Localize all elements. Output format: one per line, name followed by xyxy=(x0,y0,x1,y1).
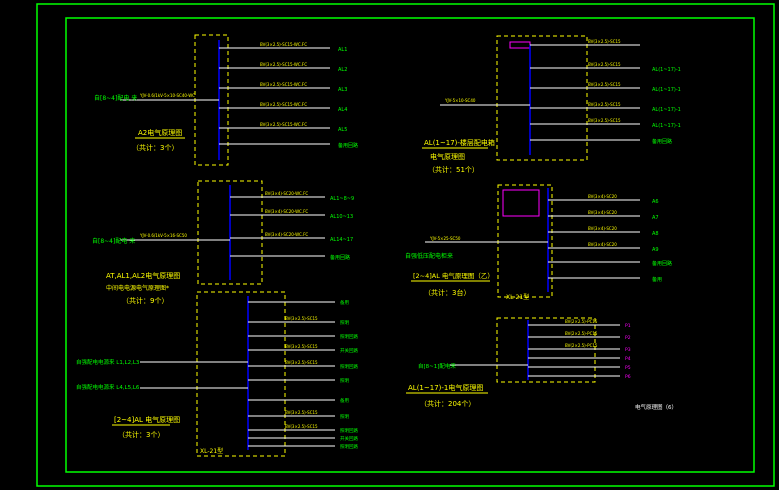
p1-out-1: AL1 xyxy=(338,47,347,53)
svg-text:BV(3×4)-SC20-WC.FC: BV(3×4)-SC20-WC.FC xyxy=(265,209,308,214)
p5-out-2: A7 xyxy=(652,215,659,221)
p2-subtitle: 中间电电源电气原理图* xyxy=(106,284,169,292)
p1-out-5: AL5 xyxy=(338,127,347,133)
svg-text:BV(3×4)-SC20: BV(3×4)-SC20 xyxy=(588,210,617,215)
panel-2-4-al: 备用 照明 照明回路 开关回路 照明回路 照明 备用 照明 照明回路 开关回路 … xyxy=(76,291,358,457)
p1-out-4: AL4 xyxy=(338,107,347,113)
p6-out-4: P4 xyxy=(625,356,631,362)
p3-out-3: 照明回路 xyxy=(340,333,358,340)
p3-out-1: 备用 xyxy=(340,299,349,306)
p5-out-6: 备用 xyxy=(652,276,662,283)
p6-out-3: P3 xyxy=(625,347,631,353)
svg-text:BV(3×2.5)-SC15: BV(3×2.5)-SC15 xyxy=(285,344,318,349)
p4-out-5: 备用回路 xyxy=(652,138,672,145)
svg-text:BV(3×2.5)-SC15: BV(3×2.5)-SC15 xyxy=(285,424,318,429)
svg-text:BV(3×2.5)-SC15: BV(3×2.5)-SC15 xyxy=(588,39,621,44)
p6-out-6: P6 xyxy=(625,374,631,380)
panel-al-floor: BV(3×2.5)-SC15 BV(3×2.5)-SC15 BV(3×2.5)-… xyxy=(422,35,681,174)
panel-a2: BV(3×2.5)-SC15-WC.FC BV(3×2.5)-SC15-WC.F… xyxy=(94,34,358,166)
panel-2-4-al-b: BV(3×4)-SC20 BV(3×4)-SC20 BV(3×4)-SC20 B… xyxy=(405,184,672,301)
p3-cabinet: XL-21型 xyxy=(200,447,223,455)
p5-out-3: A8 xyxy=(652,231,659,237)
p6-count: （共计：204个） xyxy=(420,399,475,408)
inner-frame xyxy=(65,17,755,473)
panel-al-1-17-1: P1 P2 P3 P4 P5 P6 BV(2×2.5)-PC15 BV(2×2.… xyxy=(406,317,631,408)
svg-text:BV(3×2.5)-SC15-WC.FC: BV(3×2.5)-SC15-WC.FC xyxy=(260,102,307,107)
svg-text:YJV-0.6/1kV-5×10-SC40-WC: YJV-0.6/1kV-5×10-SC40-WC xyxy=(139,93,195,98)
p4-out-4: AL(1~17)-1 xyxy=(652,123,681,129)
p3-out-6: 照明 xyxy=(340,378,349,384)
p3-out-4: 开关回路 xyxy=(340,347,358,354)
p3-out-5: 照明回路 xyxy=(340,363,358,370)
svg-text:BV(3×4)-SC20: BV(3×4)-SC20 xyxy=(588,226,617,231)
p2-out-4: 备用回路 xyxy=(330,254,350,261)
p2-incoming: 自[8~4]配电 来 xyxy=(92,237,135,245)
p2-title: AT,AL1,AL2电气原理图 xyxy=(106,271,180,280)
svg-text:BV(3×4)-SC20-WC.FC: BV(3×4)-SC20-WC.FC xyxy=(265,232,308,237)
svg-text:BV(3×4)-SC20: BV(3×4)-SC20 xyxy=(588,194,617,199)
svg-text:BV(3×2.5)-SC15: BV(3×2.5)-SC15 xyxy=(285,410,318,415)
p4-out-2: AL(1~17)-1 xyxy=(652,87,681,93)
svg-text:YJV-0.6/1kV-5×16-SC50: YJV-0.6/1kV-5×16-SC50 xyxy=(139,233,187,238)
p3-out-9: 照明回路 xyxy=(340,427,358,434)
svg-text:BV(3×2.5)-SC15-WC.FC: BV(3×2.5)-SC15-WC.FC xyxy=(260,82,307,87)
p4-out-1: AL(1~17)-1 xyxy=(652,67,681,73)
p6-out-5: P5 xyxy=(625,365,631,371)
p6-out-2: P2 xyxy=(625,335,631,341)
svg-text:YJV-5×25-SC50: YJV-5×25-SC50 xyxy=(429,236,461,241)
p5-out-4: A9 xyxy=(652,247,659,253)
svg-text:YJV-5×10-SC40: YJV-5×10-SC40 xyxy=(444,98,476,103)
svg-text:BV(3×2.5)-SC15: BV(3×2.5)-SC15 xyxy=(588,62,621,67)
p3-title: [2~4]AL 电气原理图 xyxy=(114,415,180,424)
p3-out-10: 开关回路 xyxy=(340,435,358,442)
p5-count: （共计：3台） xyxy=(424,288,470,297)
svg-text:BV(2×2.5)-PC15: BV(2×2.5)-PC15 xyxy=(565,331,598,336)
svg-text:BV(3×4)-SC20: BV(3×4)-SC20 xyxy=(588,242,617,247)
svg-text:BV(3×2.5)-SC15-WC.FC: BV(3×2.5)-SC15-WC.FC xyxy=(260,122,307,127)
sheet-title: 电气原理图（6） xyxy=(635,403,677,411)
p1-out-3: AL3 xyxy=(338,87,347,93)
svg-text:BV(3×2.5)-SC15: BV(3×2.5)-SC15 xyxy=(588,118,621,123)
p1-out-6: 备用回路 xyxy=(338,142,358,149)
svg-text:BV(2×2.5)-PC15: BV(2×2.5)-PC15 xyxy=(565,319,598,324)
p6-title: AL(1~17)-1电气原理图 xyxy=(408,383,483,392)
svg-text:BV(3×2.5)-SC15: BV(3×2.5)-SC15 xyxy=(285,316,318,321)
p2-out-1: AL1~8~9 xyxy=(330,196,354,202)
svg-text:BV(3×2.5)-SC15: BV(3×2.5)-SC15 xyxy=(588,102,621,107)
p5-cabinet: XL-21型 xyxy=(506,293,529,301)
p2-out-2: AL10~13 xyxy=(330,214,353,220)
p1-title: A2电气原理图 xyxy=(138,128,182,137)
p3-out-8: 照明 xyxy=(340,414,349,420)
p2-count: （共计：9个） xyxy=(122,296,168,305)
p5-incoming: 自强低压配电柜来 xyxy=(405,252,453,260)
outer-frame xyxy=(36,3,775,487)
p2-out-3: AL14~17 xyxy=(330,237,353,243)
p5-out-5: 备用回路 xyxy=(652,260,672,267)
svg-text:BV(3×2.5)-SC15-WC.FC: BV(3×2.5)-SC15-WC.FC xyxy=(260,62,307,67)
p1-out-2: AL2 xyxy=(338,67,347,73)
p6-out-1: P1 xyxy=(625,323,631,329)
p3-incoming-1: 自强配电电源来 L1,L2,L3 xyxy=(76,358,140,366)
p5-out-1: A6 xyxy=(652,199,659,205)
p6-incoming: 自[8~1]配电来 xyxy=(418,362,456,370)
svg-text:BV(3×2.5)-SC15-WC.FC: BV(3×2.5)-SC15-WC.FC xyxy=(260,42,307,47)
svg-text:BV(2×2.5)-PC15: BV(2×2.5)-PC15 xyxy=(565,343,598,348)
p1-incoming: 自[8~4]配电 来 xyxy=(94,94,137,102)
svg-text:BV(3×4)-SC20-WC.FC: BV(3×4)-SC20-WC.FC xyxy=(265,191,308,196)
p3-count: （共计：3个） xyxy=(118,430,164,439)
p3-incoming-2: 自强配电电源来 L4,L5,L6 xyxy=(76,383,140,391)
p3-out-2: 照明 xyxy=(340,320,349,326)
p1-count: （共计：3个） xyxy=(132,143,178,152)
p5-title: [2~4]AL 电气原理图（乙） xyxy=(413,271,494,280)
svg-text:BV(3×2.5)-SC15: BV(3×2.5)-SC15 xyxy=(285,360,318,365)
p3-out-11: 照明回路 xyxy=(340,443,358,450)
p4-out-3: AL(1~17)-1 xyxy=(652,107,681,113)
p4-title: AL(1~17)-楼层配电箱 xyxy=(424,138,495,147)
p4-subtitle: 电气原理图 xyxy=(430,152,465,161)
p3-out-7: 备用 xyxy=(340,397,349,404)
p4-count: （共计：51个） xyxy=(428,165,479,174)
svg-text:BV(3×2.5)-SC15: BV(3×2.5)-SC15 xyxy=(588,82,621,87)
panel-at-al: BV(3×4)-SC20-WC.FC BV(3×4)-SC20-WC.FC BV… xyxy=(92,180,354,305)
